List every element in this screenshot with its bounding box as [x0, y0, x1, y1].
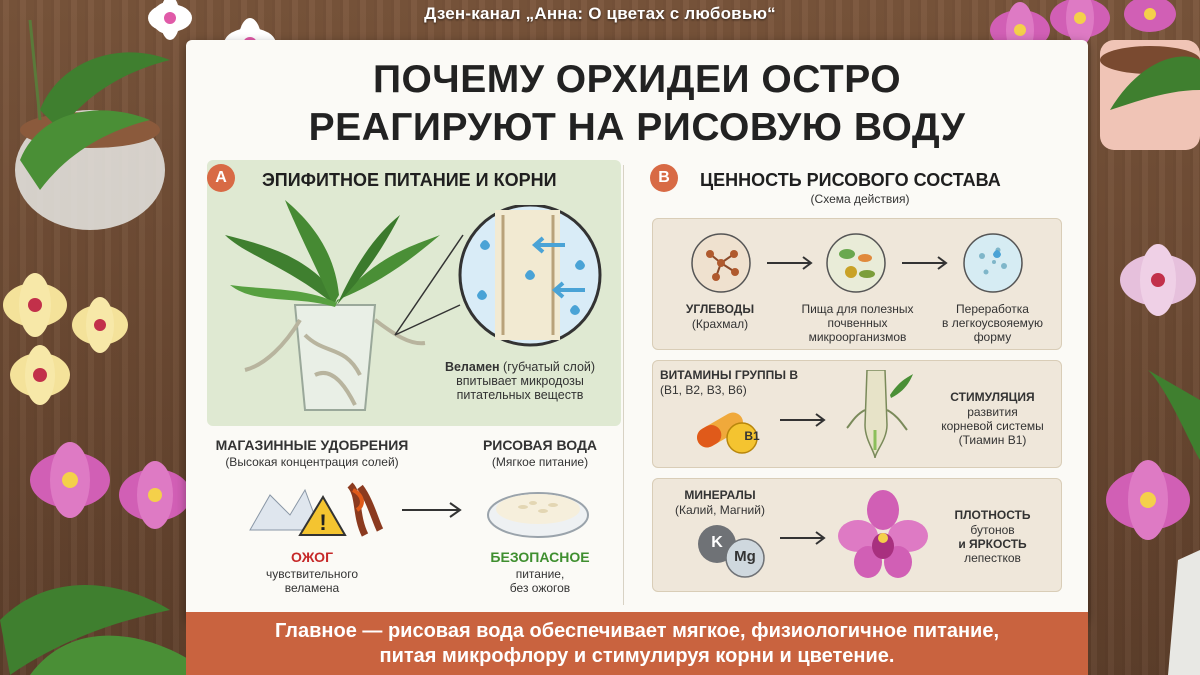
orchid-decor-pink-left — [0, 442, 191, 675]
microorganisms-icon — [826, 233, 886, 293]
rice-water-dish-icon — [487, 492, 589, 538]
store-note-1: чувствительного — [265, 567, 359, 581]
minerals-result-text: бутонов и ЯРКОСТЬ лепестков — [940, 523, 1045, 565]
store-fertilizer-subtitle: (Высокая концентрация солей) — [225, 455, 399, 469]
velamen-caption: Веламен (губчатый слой) впитывает микрод… — [420, 360, 620, 402]
page-title: ПОЧЕМУ ОРХИДЕИ ОСТРО РЕАГИРУЮТ НА РИСОВУ… — [186, 56, 1088, 152]
summary-line-2: питая микрофлору и стимулируя корни и цв… — [379, 645, 895, 667]
summary-banner: Главное — рисовая вода обеспечивает мягк… — [186, 612, 1088, 675]
store-note-2: веламена — [284, 581, 340, 595]
rice-note-2: без ожогов — [509, 581, 571, 595]
rice-water-subtitle: (Мягкое питание) — [491, 455, 589, 469]
carbs-subtitle: (Крахмал) — [691, 317, 749, 331]
title-line-2: РЕАГИРУЮТ НА РИСОВУЮ ВОДУ — [308, 106, 966, 149]
vitamins-result-line1: развития — [967, 405, 1018, 419]
orchid-decor-yellow-flowers — [3, 273, 128, 405]
store-fertilizer-title: МАГАЗИННЫЕ УДОБРЕНИЯ — [215, 437, 409, 453]
carbs-step3: Переработка в легкоусвояемую форму — [930, 302, 1055, 344]
vitamins-subtitle: (B1, B2, B3, B6) — [660, 383, 747, 397]
velamen-term-rest: (губчатый слой) — [499, 360, 596, 374]
vitamins-result-line2: корневой системы — [941, 419, 1044, 433]
orchid-pot-illustration — [225, 200, 440, 411]
vitamins-result-title: СТИМУЛЯЦИЯ — [950, 390, 1035, 404]
minerals-result-title: ПЛОТНОСТЬ — [954, 508, 1031, 522]
velamen-magnifier-illustration — [394, 205, 602, 347]
carbs-step2-line3: микроорганизмов — [808, 330, 907, 344]
minerals-result-line3: лепестков — [964, 551, 1021, 565]
minerals-result-line2: и ЯРКОСТЬ — [958, 537, 1027, 551]
carbs-step2-line1: Пища для полезных — [801, 302, 914, 316]
carbs-step3-line2: в легкоусвояемую — [941, 316, 1044, 330]
carbs-step3-line1: Переработка — [956, 302, 1029, 316]
store-result-burn: ОЖОГ — [291, 549, 333, 565]
arrow-icon — [780, 531, 826, 545]
vitamins-result-text: развития корневой системы (Тиамин B1) — [935, 405, 1050, 447]
nutrient-form-icon — [963, 233, 1023, 293]
section-b-subheading: (Схема действия) — [810, 192, 910, 206]
section-a-badge: A — [207, 164, 235, 192]
vitamins-box — [652, 360, 1062, 468]
carbs-step2: Пища для полезных почвенных микроорганиз… — [795, 302, 920, 344]
summary-line-1: Главное — рисовая вода обеспечивает мягк… — [274, 620, 1000, 642]
rice-water-title: РИСОВАЯ ВОДА — [482, 437, 598, 453]
velamen-term: Веламен — [444, 360, 500, 374]
magnesium-symbol: Mg — [734, 548, 756, 565]
root-tip-icon — [846, 370, 913, 459]
carbs-step3-line3: форму — [973, 330, 1012, 344]
vitamin-pill-icon — [697, 412, 758, 454]
arrow-icon — [402, 502, 462, 518]
arrow-icon — [780, 413, 826, 427]
section-divider — [623, 165, 624, 605]
svg-text:!: ! — [319, 510, 326, 535]
minerals-result-line1: бутонов — [970, 523, 1015, 537]
channel-caption: Дзен-канал „Анна: О цветах с любовью“ — [424, 4, 776, 23]
rice-result-safe: БЕЗОПАСНОЕ — [490, 549, 590, 565]
mineral-spheres-icon — [698, 525, 765, 578]
section-b-badge: B — [650, 164, 678, 192]
minerals-subtitle: (Калий, Магний) — [675, 503, 765, 517]
potassium-symbol: K — [711, 534, 723, 551]
starch-molecule-icon — [691, 233, 751, 293]
section-a-heading: ЭПИФИТНОЕ ПИТАНИЕ И КОРНИ — [262, 170, 557, 190]
velamen-line-3: питательных веществ — [456, 388, 584, 402]
vitamin-b1-label: B1 — [744, 429, 760, 443]
carbs-step2-line2: почвенных — [827, 316, 888, 330]
vitamins-result-line3: (Тиамин B1) — [958, 433, 1027, 447]
section-b-heading: ЦЕННОСТЬ РИСОВОГО СОСТАВА — [700, 170, 1001, 190]
carbs-title: УГЛЕВОДЫ — [685, 302, 755, 316]
orchid-flower-icon — [838, 490, 928, 578]
rice-note-1: питание, — [515, 567, 565, 581]
arrow-icon — [902, 256, 948, 270]
minerals-title: МИНЕРАЛЫ — [684, 488, 756, 502]
title-line-1: ПОЧЕМУ ОРХИДЕИ ОСТРО — [372, 58, 902, 101]
orchid-decor-top-right — [990, 0, 1200, 150]
orchid-decor-right — [1106, 244, 1200, 675]
vitamins-title: ВИТАМИНЫ ГРУППЫ В — [660, 368, 799, 382]
velamen-line-2: впитывает микродозы — [456, 374, 584, 388]
salt-crystals-warning-icon: ! — [249, 482, 384, 537]
arrow-icon — [767, 256, 813, 270]
